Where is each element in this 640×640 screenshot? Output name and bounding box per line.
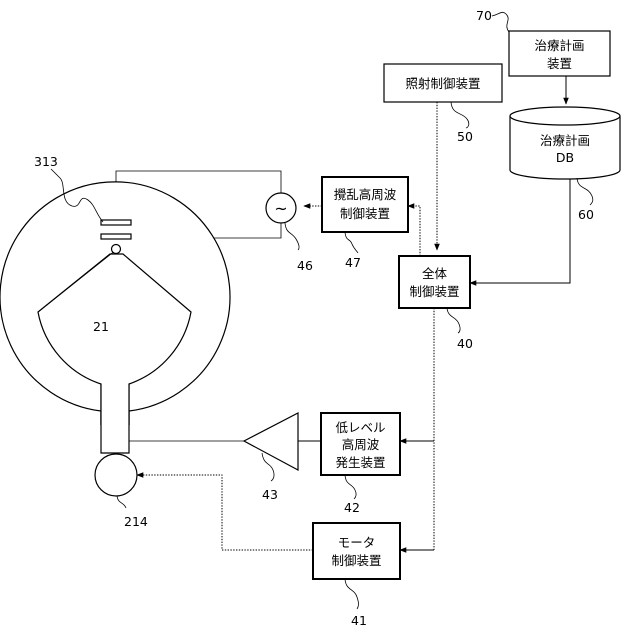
motor: 214 (95, 454, 148, 529)
disturbance-label-1: 攪乱高周波 (334, 187, 397, 202)
motor-control-label-1: モータ (338, 535, 376, 550)
ref-70: 70 (476, 8, 492, 23)
accelerator-stem (101, 384, 129, 453)
disturbance-rf-control-device: 攪乱高周波 制御装置 47 (322, 177, 408, 270)
motor-control-box (313, 523, 400, 579)
disturbance-label-2: 制御装置 (340, 206, 390, 221)
treatment-db: 治療計画 DB 60 (510, 107, 620, 222)
overall-control-box (399, 256, 470, 308)
db-label-2: DB (556, 150, 574, 165)
ref-60: 60 (578, 207, 594, 222)
link-db-to-overall (470, 179, 570, 283)
leader-41 (345, 579, 359, 609)
ref-41: 41 (351, 613, 367, 628)
accelerator: 21 (0, 182, 230, 453)
amplifier: 43 (244, 413, 298, 502)
low-level-rf-generator: 低レベル 高周波 発生装置 42 (321, 413, 400, 515)
link-motorcontrol-to-motor (137, 475, 313, 550)
overall-label-2: 制御装置 (409, 284, 459, 299)
irradiation-control-device: 照射制御装置 50 (384, 64, 502, 144)
leader-43 (262, 453, 274, 481)
ref-50: 50 (457, 129, 473, 144)
ref-42: 42 (344, 500, 360, 515)
leader-40 (447, 308, 460, 333)
motor-control-label-2: 制御装置 (331, 553, 381, 568)
leader-42 (345, 475, 356, 499)
irradiation-label: 照射制御装置 (405, 76, 480, 91)
ref-43: 43 (262, 487, 278, 502)
amplifier-triangle (244, 413, 298, 470)
ref-313: 313 (34, 154, 58, 169)
leader-46 (285, 223, 299, 250)
ref-46: 46 (297, 258, 313, 273)
leader-60 (577, 178, 593, 205)
db-cylinder-top (510, 107, 620, 125)
ref-40: 40 (457, 336, 473, 351)
low-level-label-2: 高周波 (342, 437, 380, 452)
disturbance-rf-box (322, 177, 408, 232)
electrode-top (101, 220, 131, 225)
electrode-bottom (101, 234, 131, 239)
ref-214: 214 (124, 514, 148, 529)
motor-circle (95, 454, 137, 496)
leader-50 (451, 102, 469, 128)
treatment-planning-label-1: 治療計画 (534, 38, 584, 53)
link-overall-to-disturbance (408, 206, 420, 256)
overall-label-1: 全体 (422, 266, 448, 281)
low-level-label-1: 低レベル (335, 420, 385, 435)
low-level-label-3: 発生装置 (335, 455, 385, 470)
sine-wave-icon: ~ (274, 199, 287, 218)
ion-source-ring (112, 245, 121, 254)
leader-214 (117, 496, 126, 508)
ref-21: 21 (93, 319, 109, 334)
leader-70 (492, 12, 509, 32)
leader-47 (345, 232, 358, 253)
motor-control-device: モータ 制御装置 41 (313, 523, 400, 628)
signal-source: ~ 46 (266, 193, 313, 273)
ref-47: 47 (345, 255, 361, 270)
db-label-1: 治療計画 (540, 133, 590, 148)
overall-control-device: 全体 制御装置 40 (399, 256, 473, 351)
treatment-planning-label-2: 装置 (547, 56, 572, 71)
